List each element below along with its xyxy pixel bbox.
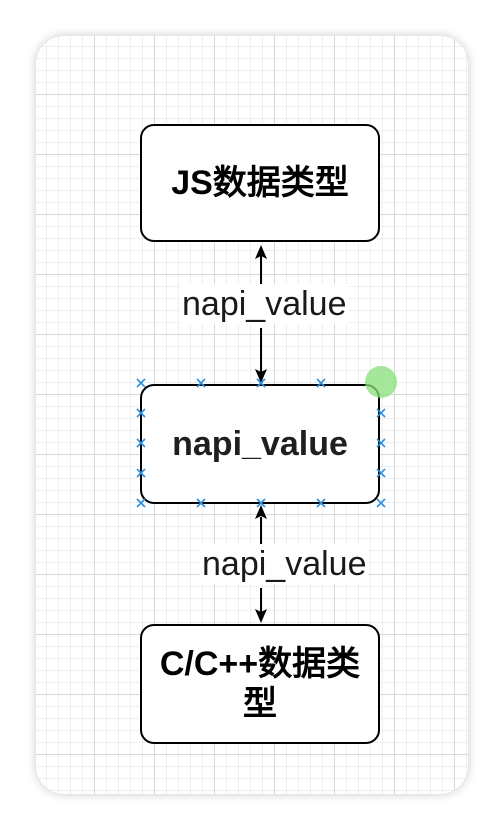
edge-label-napi-c[interactable]: napi_value (200, 544, 369, 584)
node-js-data-type[interactable]: JS数据类型 (140, 124, 380, 242)
edge-label-js-napi[interactable]: napi_value (180, 284, 349, 324)
node-label: C/C++数据类型 (159, 645, 361, 723)
node-c-cpp-data-type[interactable]: C/C++数据类型 (140, 624, 380, 744)
node-napi-value[interactable]: napi_value (140, 384, 380, 504)
node-label: napi_value (172, 425, 348, 463)
node-label: JS数据类型 (171, 164, 349, 202)
